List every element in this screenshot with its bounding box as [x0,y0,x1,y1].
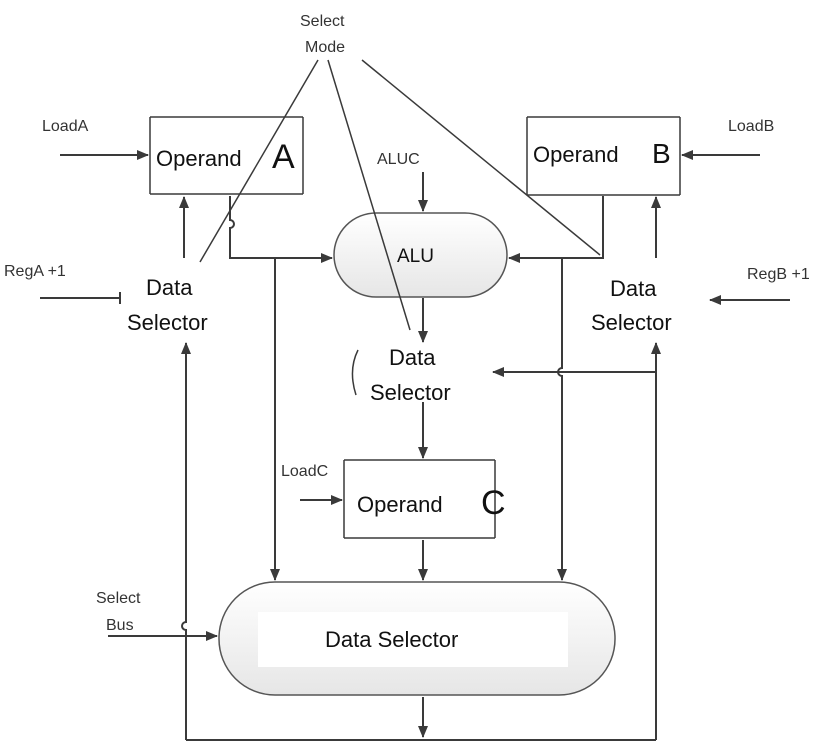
select-mode-label-line1: Select [300,13,345,30]
loadb-label: LoadB [728,118,774,135]
operand-b-letter: B [652,138,671,169]
data-selector-mid-shape [351,349,359,396]
operand-b-block [526,116,681,196]
operand-b-word: Operand [533,142,619,167]
select-bus-label-line2: Bus [106,617,134,634]
data-selector-bottom-label-bg [258,612,568,667]
loada-label: LoadA [42,118,89,135]
alu-label: ALU [397,246,434,267]
rega-label: RegA +1 [4,263,66,280]
operand-a-letter: A [272,138,295,176]
operand-c-word: Operand [357,492,443,517]
wires [40,59,790,741]
regb-label: RegB +1 [747,266,810,283]
data-selector-right-line2: Selector [591,310,672,335]
select-bus-label-line1: Select [96,590,141,607]
data-selector-left-line1: Data [146,275,193,300]
data-selector-right-line1: Data [610,276,657,301]
operand-c-block [343,459,496,539]
select-mode-label-line2: Mode [305,39,345,56]
operand-a-word: Operand [156,146,242,171]
loadc-label: LoadC [281,463,328,480]
data-selector-mid-line1: Data [389,345,436,370]
operand-c-letter: C [481,484,506,522]
data-selector-left-line2: Selector [127,310,208,335]
aluc-label: ALUC [377,151,420,168]
alu-block [333,212,508,298]
data-selector-mid-line2: Selector [370,380,451,405]
data-selector-bottom-label: Data Selector [325,627,458,652]
